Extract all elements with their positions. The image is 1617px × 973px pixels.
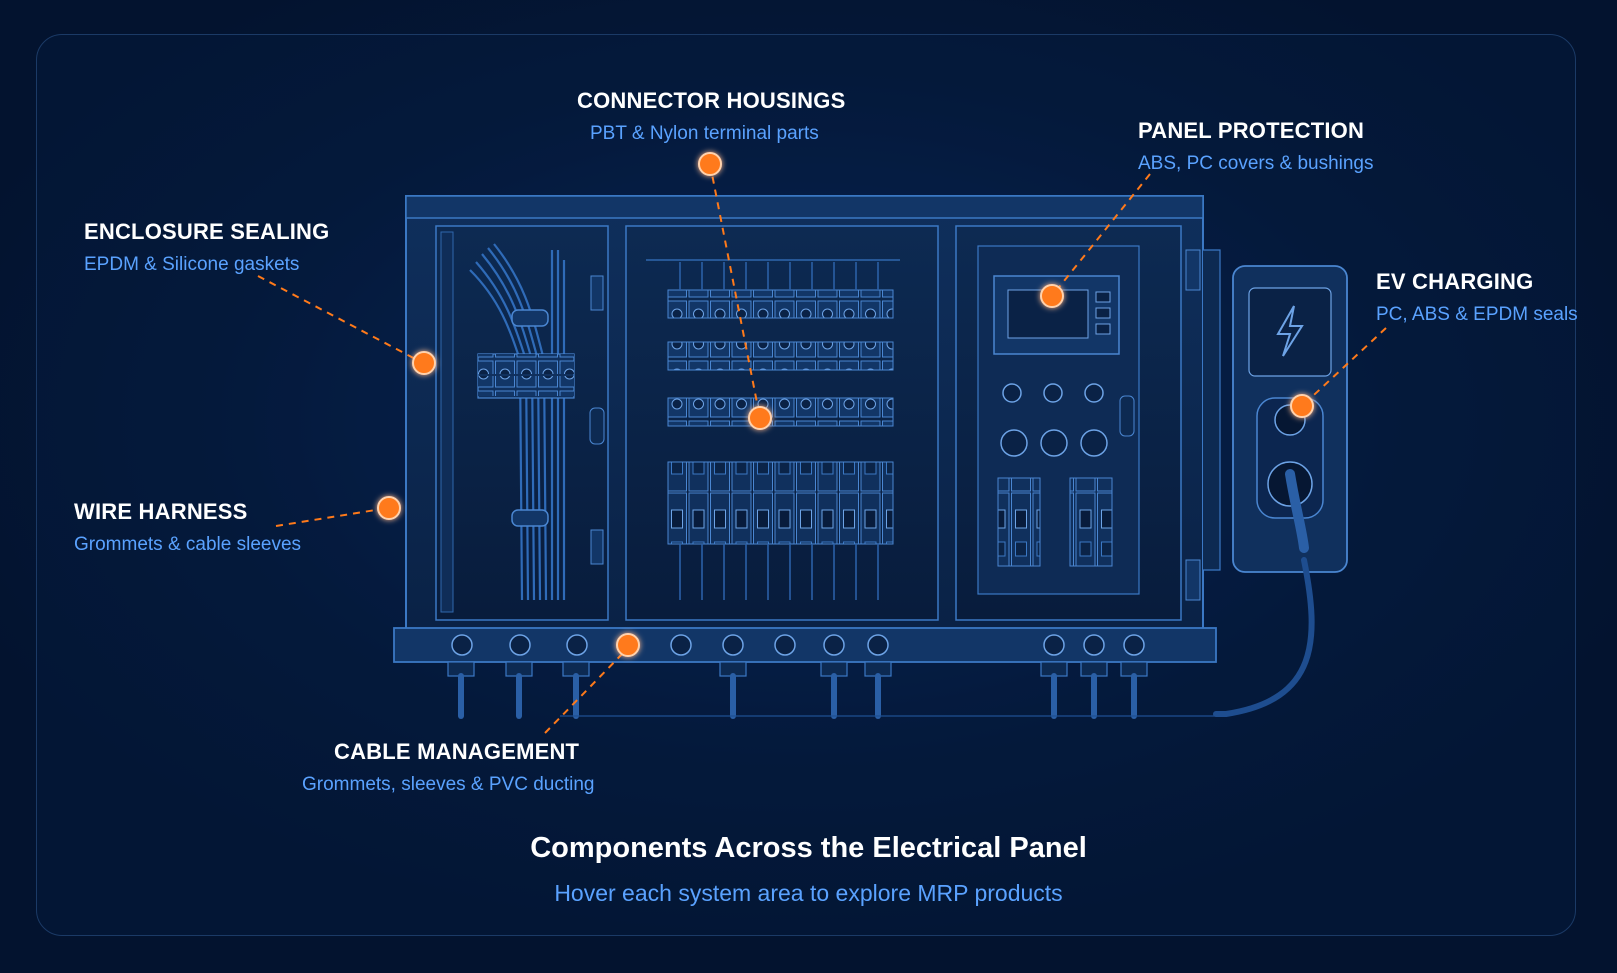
- leader-connector-housings: [709, 163, 761, 419]
- callout-subtitle: PBT & Nylon terminal parts: [590, 123, 819, 144]
- leader-lines: [257, 163, 1387, 734]
- leader-panel-protection: [1051, 173, 1151, 297]
- hotspot-wire-harness[interactable]: [377, 496, 401, 520]
- callout-title: CABLE MANAGEMENT: [334, 739, 580, 764]
- hotspot-ev-charging[interactable]: [1290, 394, 1314, 418]
- callout-subtitle: EPDM & Silicone gaskets: [84, 254, 300, 275]
- callout-subtitle: Grommets & cable sleeves: [74, 534, 302, 555]
- ev-charger-unit: [1203, 249, 1348, 717]
- diagram-title: Components Across the Electrical Panel: [530, 832, 1087, 864]
- leader-cable-management: [544, 647, 629, 734]
- callout-cable-management[interactable]: CABLE MANAGEMENT Grommets, sleeves & PVC…: [302, 739, 595, 796]
- leader-enclosure-sealing: [257, 275, 424, 364]
- callout-connector-housings[interactable]: CONNECTOR HOUSINGS PBT & Nylon terminal …: [577, 88, 845, 145]
- hotspot-enclosure-sealing[interactable]: [412, 351, 436, 375]
- callout-title: WIRE HARNESS: [74, 499, 248, 524]
- diagram-subtitle: Hover each system area to explore MRP pr…: [554, 880, 1063, 906]
- terminal-blocks: [646, 259, 900, 600]
- callout-subtitle: Grommets, sleeves & PVC ducting: [302, 774, 595, 795]
- callout-title: ENCLOSURE SEALING: [84, 219, 330, 244]
- lightning-bolt-icon: [1276, 305, 1304, 357]
- control-buttons: [1000, 383, 1108, 457]
- hotspot-panel-protection[interactable]: [1040, 284, 1064, 308]
- gland-plate: [393, 627, 1217, 719]
- callout-title: EV CHARGING: [1376, 269, 1534, 294]
- callout-panel-protection[interactable]: PANEL PROTECTION ABS, PC covers & bushin…: [1138, 118, 1374, 175]
- hotspot-cable-management[interactable]: [616, 633, 640, 657]
- callout-subtitle: PC, ABS & EPDM seals: [1376, 304, 1578, 325]
- callout-title: CONNECTOR HOUSINGS: [577, 88, 846, 113]
- callout-wire-harness[interactable]: WIRE HARNESS Grommets & cable sleeves: [74, 499, 301, 556]
- hotspot-terminal-blocks[interactable]: [748, 406, 772, 430]
- callout-subtitle: ABS, PC covers & bushings: [1138, 153, 1374, 174]
- hotspot-connector-housings[interactable]: [698, 152, 722, 176]
- circuit-breakers: [997, 477, 1113, 567]
- leader-ev-charging: [1301, 327, 1387, 407]
- callout-ev-charging[interactable]: EV CHARGING PC, ABS & EPDM seals: [1376, 269, 1578, 326]
- callout-enclosure-sealing[interactable]: ENCLOSURE SEALING EPDM & Silicone gasket…: [84, 219, 329, 276]
- terminal-strip-left: [477, 353, 575, 399]
- callout-title: PANEL PROTECTION: [1138, 118, 1365, 143]
- leader-wire-harness: [275, 507, 389, 527]
